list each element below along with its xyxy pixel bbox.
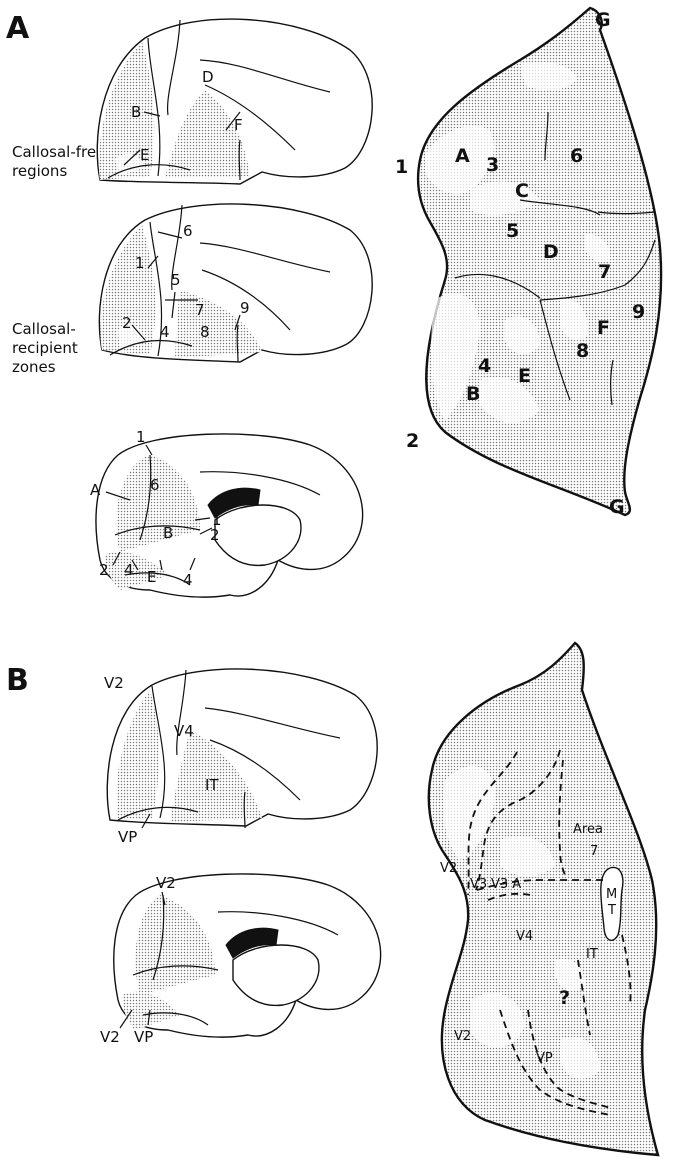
label-medial-9: 4 bbox=[183, 571, 193, 589]
label-flatmap-b-0: V2 bbox=[440, 861, 457, 876]
label-medial-7: 4 bbox=[124, 561, 134, 579]
caption-callosal-free: Callosal-free regions bbox=[12, 143, 105, 180]
label-flatmap-a-10: F bbox=[597, 317, 610, 339]
brain-medial-b: V2 V2 VP bbox=[100, 874, 381, 1046]
brain-lateral-b: V2 V4 IT VP bbox=[104, 669, 377, 846]
label-flatmap-a-12: 4 bbox=[478, 355, 491, 377]
label-flatmap-a-3: 3 bbox=[486, 154, 499, 176]
label-flatmap-b-5: V4 bbox=[516, 929, 533, 944]
label-medial-4: 2 bbox=[210, 526, 220, 544]
flatmap-b: V2 V3 Area 7 V3 A V4 M T IT ? V2 VP bbox=[429, 643, 658, 1155]
label-lateral-mid-4: 2 bbox=[122, 314, 132, 332]
label-medial-b-0: V2 bbox=[156, 874, 176, 892]
brain-medial-a: 1 6 A 1 2 B 2 4 E 4 bbox=[90, 428, 363, 597]
label-flatmap-a-15: 2 bbox=[406, 430, 419, 452]
label-flatmap-a-2: A bbox=[455, 145, 470, 167]
label-lateral-top-0: D bbox=[202, 68, 214, 86]
label-flatmap-b-2: Area bbox=[573, 822, 603, 837]
brain-lateral-a-top: D B E F bbox=[97, 19, 372, 184]
label-lateral-b-3: VP bbox=[118, 828, 137, 846]
flatmap-a: G 1 A 3 6 C 5 D 7 9 F 8 4 E B 2 G bbox=[395, 8, 661, 518]
label-flatmap-a-16: G bbox=[609, 496, 625, 518]
label-lateral-mid-3: 7 bbox=[195, 301, 205, 319]
label-flatmap-a-5: C bbox=[515, 180, 529, 202]
label-flatmap-b-7: T bbox=[607, 903, 616, 918]
label-medial-0: 1 bbox=[136, 428, 146, 446]
label-lateral-b-2: IT bbox=[205, 776, 219, 794]
label-lateral-b-0: V2 bbox=[104, 674, 124, 692]
panel-a-letter: A bbox=[6, 11, 30, 46]
label-lateral-top-1: B bbox=[131, 103, 141, 121]
brain-lateral-a-mid: 1 6 5 7 2 4 8 9 bbox=[99, 204, 372, 362]
caption-recipient-line-2: recipient bbox=[12, 339, 78, 357]
label-lateral-top-2: E bbox=[140, 146, 149, 164]
label-lateral-mid-7: 9 bbox=[240, 299, 250, 317]
label-lateral-mid-0: 1 bbox=[135, 254, 145, 272]
label-lateral-b-1: V4 bbox=[174, 722, 194, 740]
label-flatmap-b-9: ? bbox=[559, 987, 570, 1009]
label-medial-5: B bbox=[163, 524, 173, 542]
label-flatmap-a-14: B bbox=[466, 383, 480, 405]
label-lateral-mid-6: 8 bbox=[200, 323, 210, 341]
label-medial-b-1: V2 bbox=[100, 1028, 120, 1046]
label-flatmap-b-11: VP bbox=[536, 1051, 553, 1066]
label-flatmap-a-13: E bbox=[518, 365, 531, 387]
label-flatmap-a-4: 6 bbox=[570, 145, 583, 167]
label-medial-6: 2 bbox=[99, 561, 109, 579]
caption-recipient-line-3: zones bbox=[12, 358, 56, 376]
label-flatmap-b-8: IT bbox=[586, 947, 598, 962]
label-medial-1: 6 bbox=[150, 476, 160, 494]
label-flatmap-b-10: V2 bbox=[454, 1029, 471, 1044]
label-flatmap-a-0: G bbox=[595, 9, 611, 31]
label-flatmap-b-1: V3 bbox=[470, 877, 487, 892]
label-lateral-mid-5: 4 bbox=[160, 323, 170, 341]
label-flatmap-b-6: M bbox=[606, 887, 617, 902]
caption-recipient-line-1: Callosal- bbox=[12, 320, 76, 338]
label-flatmap-a-9: 9 bbox=[632, 301, 645, 323]
label-lateral-mid-1: 6 bbox=[183, 222, 193, 240]
label-medial-2: A bbox=[90, 481, 101, 499]
label-flatmap-a-6: 5 bbox=[506, 220, 519, 242]
label-medial-b-2: VP bbox=[134, 1028, 153, 1046]
label-medial-8: E bbox=[147, 568, 156, 586]
caption-free-line-2: regions bbox=[12, 162, 67, 180]
panel-b-letter: B bbox=[6, 663, 29, 698]
label-flatmap-a-7: D bbox=[543, 241, 559, 263]
caption-callosal-recipient: Callosal- recipient zones bbox=[12, 320, 78, 376]
label-lateral-mid-2: 5 bbox=[171, 271, 181, 289]
label-flatmap-a-8: 7 bbox=[598, 261, 611, 283]
caption-free-line-1: Callosal-free bbox=[12, 143, 105, 161]
label-flatmap-a-1: 1 bbox=[395, 156, 408, 178]
label-flatmap-a-11: 8 bbox=[576, 340, 589, 362]
label-flatmap-b-4: V3 A bbox=[491, 877, 521, 892]
label-flatmap-b-3: 7 bbox=[590, 844, 598, 859]
label-lateral-top-3: F bbox=[234, 116, 243, 134]
